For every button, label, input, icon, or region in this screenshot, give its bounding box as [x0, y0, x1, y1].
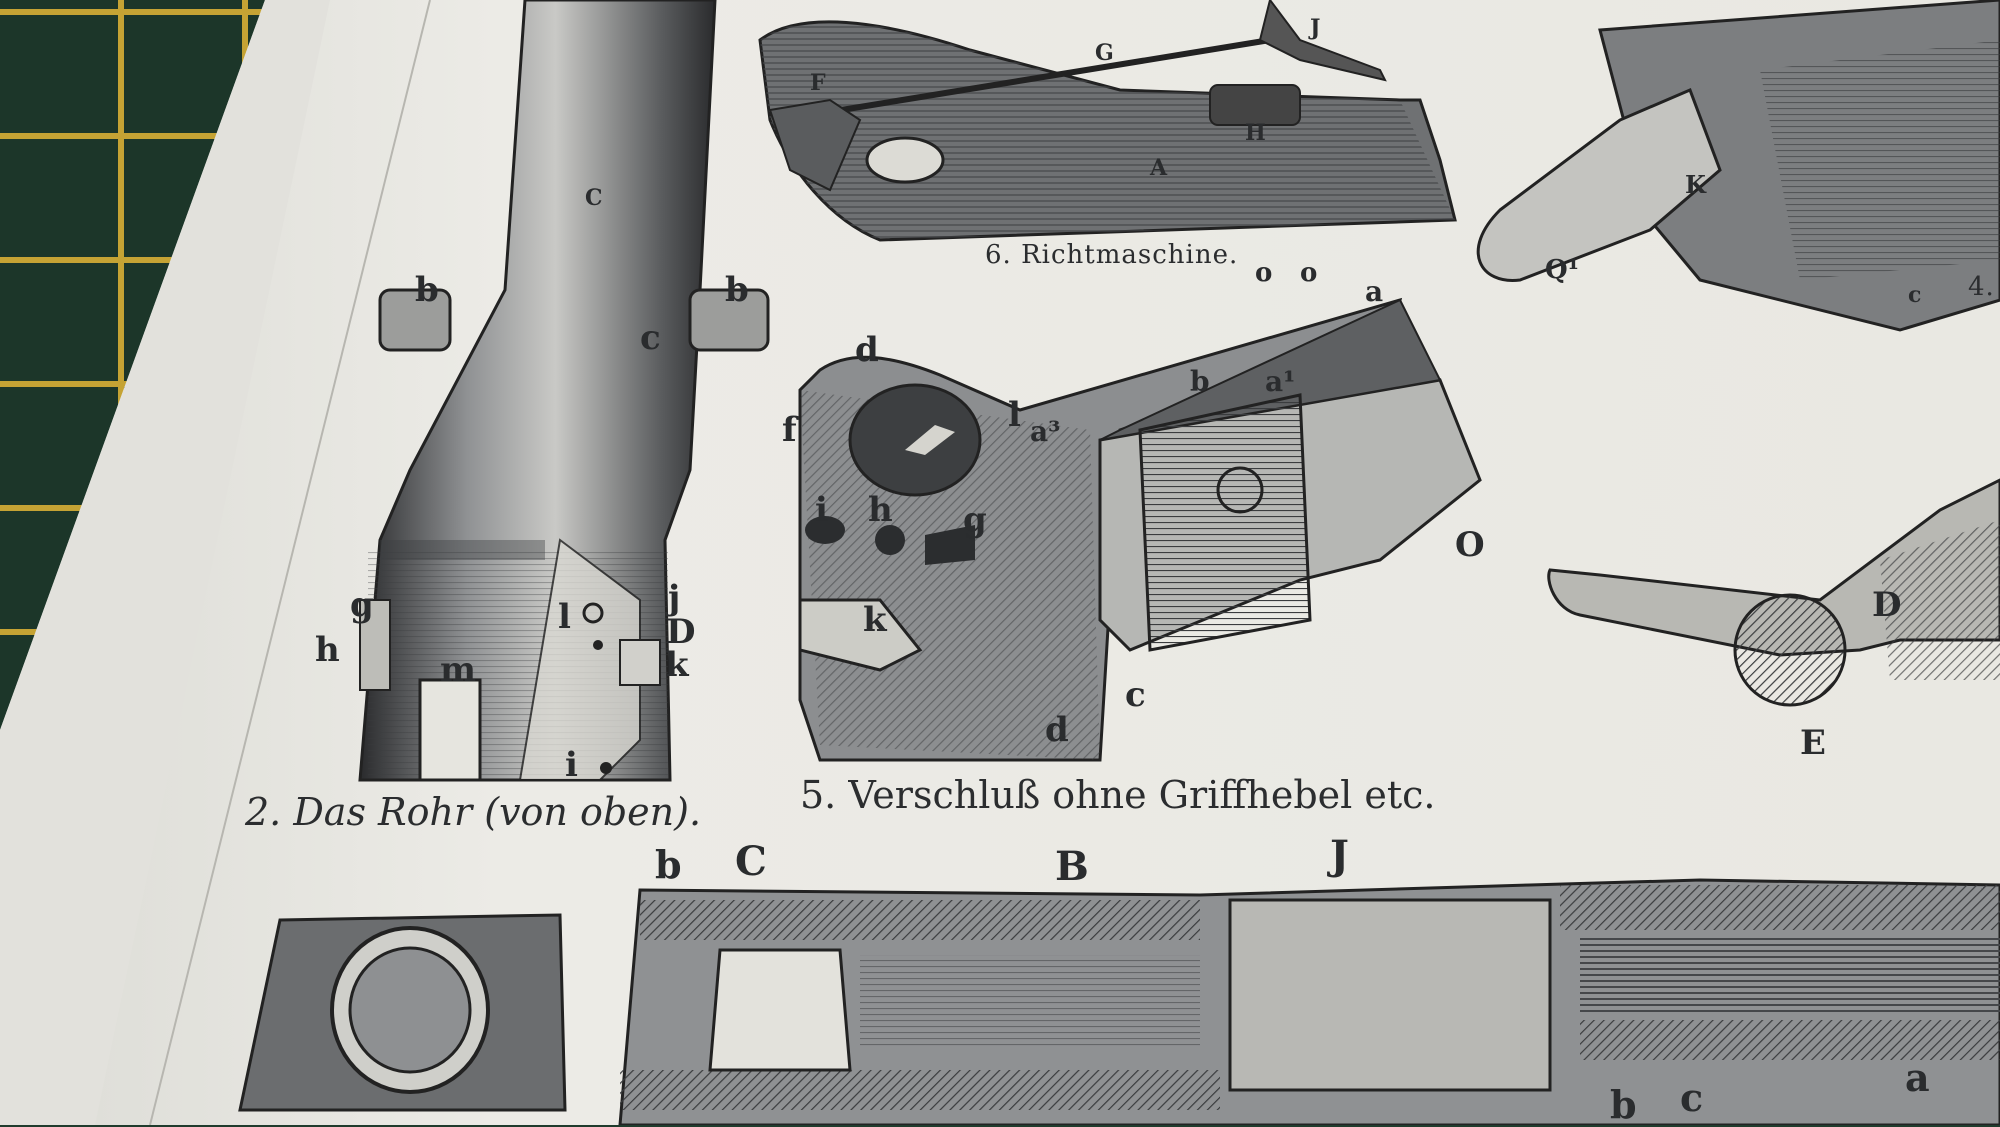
breech-label-c: c — [1125, 675, 1146, 715]
barrel-label-j: j — [668, 578, 681, 618]
barrel-label-b-right: b — [725, 270, 749, 310]
breech-label-a3: a³ — [1030, 415, 1061, 448]
caption-richtmaschine: 6. Richtmaschine. — [985, 240, 1239, 270]
barrel-label-C: C — [585, 185, 603, 211]
barrel-label-D: D — [666, 612, 696, 652]
sight-mechanism-illustration — [758, 0, 1457, 242]
barrel-label-g: g — [350, 585, 374, 625]
barrel-label-c: c — [640, 318, 661, 358]
lock-label-Q1: Q¹ — [1545, 255, 1580, 285]
handle-label-E: E — [1800, 723, 1826, 763]
caption-fig4: 4. — [1968, 272, 1995, 302]
breech-label-o-1: o — [1255, 258, 1273, 288]
section-label-a: a — [1905, 1055, 1930, 1100]
breech-label-a1: a¹ — [1265, 365, 1296, 398]
sight-label-G: G — [1095, 40, 1114, 66]
section-label-b-right: b — [1610, 1082, 1637, 1127]
sight-label-F: F — [810, 70, 826, 96]
barrel-label-l: l — [558, 597, 571, 637]
section-label-C: C — [735, 838, 767, 885]
breech-label-l: l — [1008, 395, 1021, 435]
sight-label-J: J — [1310, 15, 1321, 41]
caption-verschluss: 5. Verschluß ohne Griffhebel etc. — [800, 773, 1436, 817]
breech-label-f: f — [782, 410, 797, 450]
section-label-c: c — [1680, 1075, 1704, 1120]
page-fold-line — [149, 0, 431, 1125]
handle-label-D: D — [1872, 585, 1902, 625]
breech-block-illustration — [798, 297, 1482, 762]
breech-label-k: k — [863, 600, 887, 640]
lock-label-K: K — [1685, 170, 1706, 199]
breech-label-O: O — [1455, 525, 1485, 565]
lock-illustration — [1476, 0, 2000, 332]
section-label-b-left: b — [655, 842, 682, 887]
sight-label-A: A — [1150, 155, 1168, 181]
breech-label-d-bottom: d — [1045, 710, 1069, 750]
ring-part-illustration — [238, 913, 567, 1112]
caption-rohr: 2. Das Rohr (von oben). — [245, 790, 702, 834]
barrel-label-b-left: b — [415, 270, 439, 310]
barrel-label-m: m — [440, 650, 476, 690]
breech-label-a: a — [1365, 275, 1384, 308]
breech-label-h: h — [868, 490, 893, 530]
barrel-label-k: k — [665, 645, 689, 685]
barrel-section-illustration — [618, 878, 2000, 1125]
breech-label-g: g — [963, 500, 987, 540]
section-label-J: J — [1330, 832, 1349, 879]
breech-label-i: i — [815, 490, 828, 530]
barrel-label-i: i — [565, 745, 578, 785]
sight-label-H: H — [1245, 120, 1266, 146]
breech-label-b: b — [1190, 365, 1210, 398]
breech-label-d-top: d — [855, 330, 879, 370]
barrel-label-h: h — [315, 630, 340, 670]
handle-illustration — [1547, 478, 2000, 707]
breech-label-o-2: o — [1300, 258, 1318, 288]
barrel-illustration — [358, 0, 770, 782]
section-label-B: B — [1055, 843, 1089, 890]
lock-label-c: c — [1908, 282, 1922, 308]
